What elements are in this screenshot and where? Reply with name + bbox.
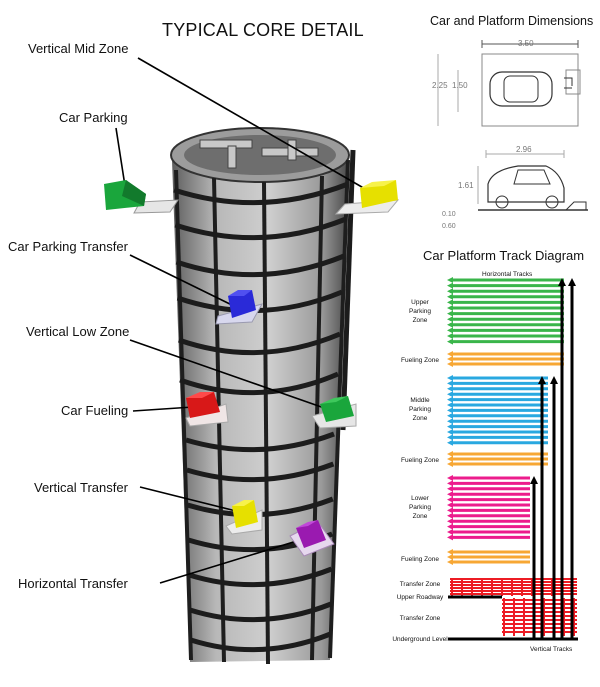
helical-band: [175, 253, 345, 278]
main-title: TYPICAL CORE DETAIL: [162, 20, 364, 40]
label-horizontal-transfer: Horizontal Transfer: [18, 576, 128, 591]
plan-height-outer-label: 2.25: [432, 81, 448, 90]
label-car-parking: Car Parking: [59, 110, 128, 125]
horizontal-tracks-label: Horizontal Tracks: [482, 271, 533, 278]
car-parking-block: [104, 180, 179, 214]
zone-label-transfer: Transfer Zone: [400, 615, 441, 622]
zone-label-lower-parking: Lower: [411, 495, 430, 502]
zone-label-middle-parking: Zone: [413, 415, 428, 422]
helical-band: [179, 371, 339, 396]
zone-label-upper-parking: Zone: [413, 317, 428, 324]
car-parking-transfer-block: [215, 290, 264, 325]
ring-band: [190, 631, 332, 653]
ring-band: [188, 566, 333, 588]
vertical-transfer-block: [225, 500, 263, 535]
helical-band: [176, 289, 343, 314]
vertical-rails: [174, 159, 350, 665]
helical-band: [173, 181, 349, 206]
track-diagram: Horizontal Tracks UpperParkingZoneFuelin…: [392, 271, 578, 653]
plan-height-inner-label: 1.50: [452, 81, 468, 90]
side-height-label: 1.61: [458, 181, 474, 190]
zone-label-lower-parking: Parking: [409, 504, 431, 511]
zone-label-lower-parking: Zone: [413, 513, 428, 520]
zone-label-fueling: Fueling Zone: [401, 556, 439, 563]
ring-band: [185, 431, 335, 453]
horizontal-transfer-block: [289, 520, 335, 557]
car-fueling-block: [185, 392, 229, 427]
car-plan-view: [437, 40, 581, 127]
label-vertical-low-zone: Vertical Low Zone: [26, 324, 130, 339]
zone-label-transfer: Transfer Zone: [400, 581, 441, 588]
track-diagram-title: Car Platform Track Diagram: [423, 248, 585, 263]
label-car-parking-transfer: Car Parking Transfer: [8, 239, 128, 254]
ring-band: [189, 601, 332, 623]
zone-label-fueling: Fueling Zone: [401, 357, 439, 364]
zone-label-fueling: Fueling Zone: [401, 457, 439, 464]
ring-band: [186, 461, 335, 483]
vertical-tracks-label: Vertical Tracks: [530, 646, 573, 653]
side-small-label-2: 0.60: [442, 223, 456, 230]
label-vertical-mid-zone: Vertical Mid Zone: [28, 41, 129, 56]
tower-top-walls: [199, 139, 319, 169]
zone-label-middle-parking: Middle: [410, 397, 430, 404]
plan-width-label: 3.50: [518, 39, 534, 48]
helical-band: [177, 331, 341, 356]
vertical-mid-zone-block: [334, 180, 400, 215]
side-length-label: 2.96: [516, 145, 532, 154]
vertical-low-zone-block: [311, 396, 357, 429]
zone-label-upper-parking: Parking: [409, 308, 431, 315]
label-vertical-transfer: Vertical Transfer: [34, 480, 128, 495]
zone-label-middle-parking: Parking: [409, 406, 431, 413]
label-car-fueling: Car Fueling: [61, 403, 129, 418]
helical-band: [174, 216, 347, 241]
zone-label-underground: Underground Level: [392, 636, 448, 643]
dimensions-title: Car and Platform Dimensions: [430, 14, 594, 28]
zone-label-upper-parking: Upper: [411, 299, 430, 306]
leader-lines: [115, 57, 375, 584]
car-dimension-drawings: 3.50 2.25 1.50 2.96 1.61 0.10 0.60: [432, 39, 588, 230]
side-small-label-1: 0.10: [442, 211, 456, 218]
car-side-view: [477, 150, 588, 211]
zone-label-upper-roadway: Upper Roadway: [397, 594, 444, 601]
